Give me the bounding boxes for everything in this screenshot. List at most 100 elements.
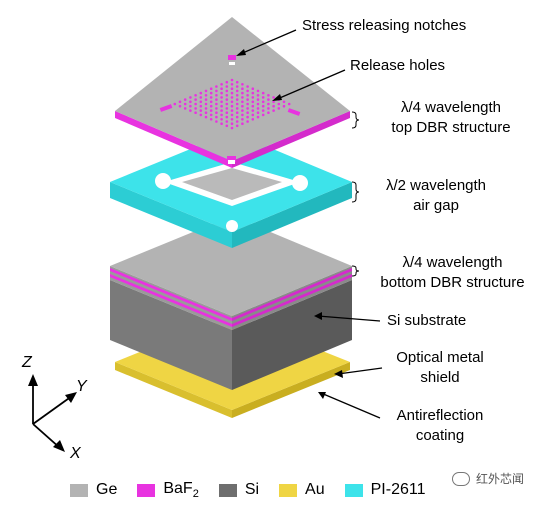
release-hole (251, 118, 255, 121)
axis-y-label: Y (76, 378, 87, 395)
release-hole (220, 83, 223, 86)
label-antireflection-line2: coating (415, 427, 465, 444)
release-hole (241, 118, 244, 121)
release-hole (225, 94, 229, 97)
release-hole (183, 98, 187, 101)
stress-notches (159, 55, 301, 164)
release-hole (251, 100, 255, 104)
top-dbr-plate (115, 17, 350, 168)
release-hole (230, 104, 234, 108)
material-legend: Ge BaF2 Si Au PI-2611 (70, 480, 445, 500)
release-hole (267, 94, 270, 97)
release-hole (194, 102, 197, 106)
release-hole (251, 91, 255, 95)
release-hole (209, 100, 213, 104)
release-hole (282, 104, 286, 108)
label-bottom-dbr-line2: bottom DBR structure (380, 274, 525, 291)
release-hole (230, 118, 234, 121)
release-hole (215, 111, 218, 114)
release-hole (241, 109, 244, 112)
release-hole (215, 107, 218, 110)
legend-label-au: Au (305, 481, 325, 499)
release-hole (194, 107, 197, 110)
release-hole (225, 107, 229, 110)
release-hole (204, 115, 208, 119)
release-hole (261, 113, 265, 117)
release-hole (199, 104, 203, 108)
release-hole (194, 98, 197, 101)
release-hole (199, 100, 203, 104)
release-hole (235, 98, 239, 101)
label-metal-shield: Optical metal shield (380, 348, 500, 388)
release-hole (189, 104, 192, 108)
release-hole (225, 111, 229, 114)
release-hole (277, 107, 281, 110)
release-hole (215, 120, 218, 123)
release-hole (251, 109, 255, 112)
release-hole (272, 96, 275, 99)
release-hole (215, 102, 218, 106)
legend-swatch-baf2 (137, 483, 156, 497)
release-hole (209, 109, 213, 112)
release-hole (241, 91, 244, 95)
release-hole (230, 100, 234, 104)
release-hole (246, 94, 249, 97)
release-hole (246, 98, 249, 101)
label-metal-shield-line1: Optical metal (396, 349, 484, 366)
release-hole (204, 107, 208, 110)
label-antireflection: Antireflection coating (380, 406, 500, 446)
release-hole (246, 111, 249, 114)
legend-item-baf2: BaF2 (137, 480, 199, 500)
release-hole (230, 96, 234, 99)
release-hole (194, 111, 197, 114)
legend-label-baf2: BaF2 (163, 480, 198, 500)
release-hole (235, 107, 239, 110)
release-hole (199, 96, 203, 99)
legend-label-ge: Ge (96, 481, 118, 499)
release-hole (241, 100, 244, 104)
release-hole (261, 109, 265, 112)
release-hole (183, 107, 187, 110)
release-hole (209, 87, 213, 90)
release-hole (251, 104, 255, 108)
release-hole (178, 104, 182, 108)
release-hole (215, 94, 218, 97)
release-hole (173, 102, 177, 106)
air-gap-frame (110, 132, 352, 248)
release-hole (256, 111, 260, 114)
release-hole (287, 102, 291, 106)
layer-braces (351, 111, 360, 277)
release-hole (256, 102, 260, 106)
bottom-dbr-block (110, 216, 352, 390)
release-hole (220, 109, 223, 112)
release-hole (220, 122, 223, 125)
release-hole (241, 104, 244, 108)
legend-label-pi2611: PI-2611 (370, 481, 426, 499)
release-hole (215, 98, 218, 101)
legend-swatch-au (279, 483, 298, 497)
release-hole (241, 96, 244, 99)
release-hole (246, 89, 249, 93)
release-hole (241, 87, 244, 90)
release-hole (235, 120, 239, 123)
coordinate-axes (28, 374, 77, 452)
release-hole (230, 109, 234, 112)
label-air-gap-line2: air gap (413, 197, 459, 214)
release-hole (209, 113, 213, 117)
release-hole (204, 89, 208, 93)
release-hole (241, 113, 244, 117)
release-hole (256, 89, 260, 93)
release-hole (209, 104, 213, 108)
legend-item-pi2611: PI-2611 (344, 481, 426, 499)
release-hole (189, 109, 192, 112)
release-hole (209, 96, 213, 99)
release-hole (220, 87, 223, 90)
legend-label-baf2-sub: 2 (192, 488, 199, 501)
release-hole (251, 113, 255, 117)
release-hole (215, 85, 218, 88)
release-hole (267, 98, 270, 101)
release-hole (235, 124, 239, 128)
label-air-gap-line1: λ/2 wavelength (385, 177, 487, 194)
label-top-dbr-line2: top DBR structure (391, 119, 511, 136)
release-hole (220, 96, 223, 99)
